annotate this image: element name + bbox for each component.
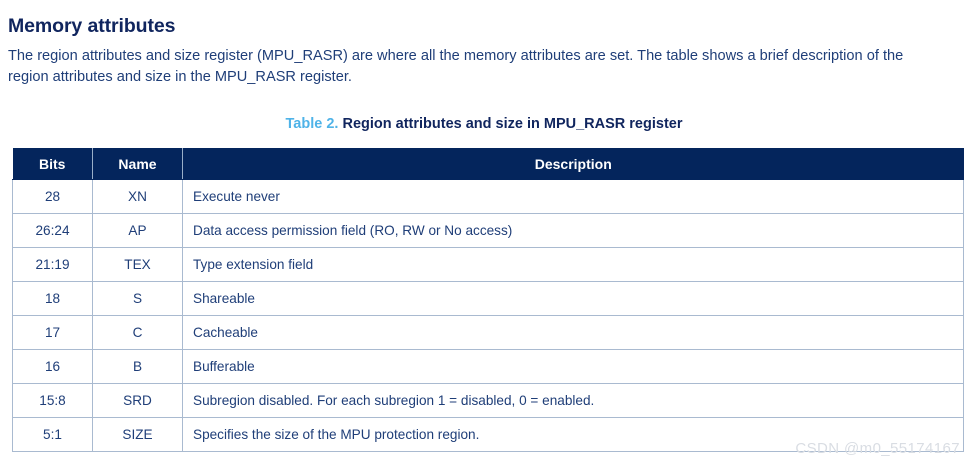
cell-name: TEX <box>92 247 183 282</box>
cell-description: Type extension field <box>182 247 964 282</box>
cell-name: S <box>92 281 183 316</box>
cell-description: Shareable <box>182 281 964 316</box>
cell-name: AP <box>92 213 183 248</box>
cell-name: C <box>92 315 183 350</box>
intro-paragraph: The region attributes and size register … <box>8 47 904 85</box>
cell-name: B <box>92 349 183 384</box>
column-header-name: Name <box>92 148 183 180</box>
table-row: 18 S Shareable <box>12 281 964 316</box>
cell-bits: 26:24 <box>12 213 93 248</box>
cell-name: SRD <box>92 383 183 418</box>
table-caption: Table 2. Region attributes and size in M… <box>0 116 968 132</box>
table-header: Bits Name Description <box>12 148 964 180</box>
cell-description: Data access permission field (RO, RW or … <box>182 213 964 248</box>
page-title: Memory attributes <box>8 15 176 38</box>
region-attributes-table: Bits Name Description 28 XN Execute neve… <box>12 148 964 452</box>
table-row: 21:19 TEX Type extension field <box>12 247 964 282</box>
table-row: 17 C Cacheable <box>12 315 964 350</box>
table-row: 16 B Bufferable <box>12 349 964 384</box>
cell-description: Cacheable <box>182 315 964 350</box>
cell-description: Bufferable <box>182 349 964 384</box>
cell-bits: 21:19 <box>12 247 93 282</box>
table-row: 15:8 SRD Subregion disabled. For each su… <box>12 383 964 418</box>
table-body: 28 XN Execute never 26:24 AP Data access… <box>12 179 964 452</box>
table-caption-label: Table 2. <box>285 116 339 132</box>
cell-name: XN <box>92 179 183 214</box>
table-container: Bits Name Description 28 XN Execute neve… <box>12 148 964 452</box>
cell-bits: 28 <box>12 179 93 214</box>
table-header-row: Bits Name Description <box>12 148 964 180</box>
cell-description: Subregion disabled. For each subregion 1… <box>182 383 964 418</box>
cell-bits: 17 <box>12 315 93 350</box>
cell-description: Specifies the size of the MPU protection… <box>182 417 964 452</box>
cell-bits: 5:1 <box>12 417 93 452</box>
cell-description: Execute never <box>182 179 964 214</box>
cell-bits: 16 <box>12 349 93 384</box>
column-header-description: Description <box>182 148 964 180</box>
column-header-bits: Bits <box>12 148 93 180</box>
table-row: 28 XN Execute never <box>12 179 964 214</box>
cell-bits: 18 <box>12 281 93 316</box>
cell-bits: 15:8 <box>12 383 93 418</box>
table-caption-text: Region attributes and size in MPU_RASR r… <box>342 116 683 132</box>
cell-name: SIZE <box>92 417 183 452</box>
table-row: 5:1 SIZE Specifies the size of the MPU p… <box>12 417 964 452</box>
table-row: 26:24 AP Data access permission field (R… <box>12 213 964 248</box>
